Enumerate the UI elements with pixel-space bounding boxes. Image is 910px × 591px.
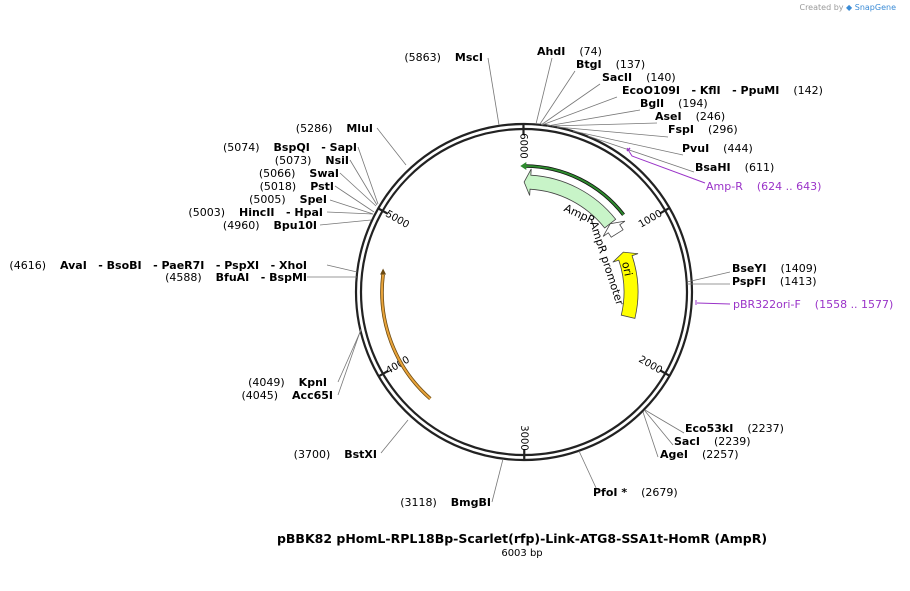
site-bseyi: BseYI(1409) [732, 262, 817, 275]
site-bmgbi: (3118)BmgBI [400, 496, 491, 509]
site-spei: (5005)SpeI [249, 193, 327, 206]
primer-amp-r-arrow [626, 147, 631, 152]
site-pspfi: PspFI(1413) [732, 275, 816, 288]
tick-label-5000: 5000 [383, 209, 411, 231]
site-asei: AseI(246) [655, 110, 725, 123]
site-msci: (5863)MscI [404, 51, 483, 64]
primer-amp-r: Amp-R(624 .. 643) [706, 180, 821, 193]
primer-amp-r-mark [626, 147, 706, 184]
feature-ori-arrow [612, 251, 639, 319]
orange-arc [381, 274, 431, 400]
site-bpu10i: (4960)Bpu10I [223, 219, 317, 232]
primer-pbr322ori-f-mark [695, 300, 731, 305]
site-bfuai: (4588)BfuAI - BspMI [165, 271, 307, 284]
tick-label-1000: 1000 [637, 208, 665, 230]
site-ecoo109i: EcoO109I - KflI - PpuMI(142) [622, 84, 823, 97]
site-btgi: BtgI(137) [576, 58, 645, 71]
site-sacii: SacII(140) [602, 71, 676, 84]
site-bstxi: (3700)BstXI [294, 448, 377, 461]
site-bgli: BglI(194) [640, 97, 708, 110]
feature-ori-label: ori [619, 261, 635, 278]
snapgene-logo-icon: ◆ [846, 3, 853, 12]
tick-label-3000: 3000 [518, 425, 529, 450]
site-nsii: (5073)NsiI [275, 154, 349, 167]
backbone-outer [354, 122, 694, 462]
tick-4000 [378, 369, 389, 378]
site-mlui: (5286)MluI [296, 122, 373, 135]
site-acc65i: (4045)Acc65I [241, 389, 333, 402]
site-pvui: PvuI(444) [682, 142, 753, 155]
plasmid-length: 6003 bp [501, 548, 542, 559]
site-pfoi: PfoI *(2679) [593, 486, 678, 499]
restriction-sites: AhdI(74) BtgI(137) SacII(140) EcoO109I -… [9, 45, 823, 509]
site-hincii: (5003)HincII - HpaI [188, 206, 323, 219]
snapgene-credit: Created by ◆ SnapGene [799, 3, 896, 12]
site-saci: SacI(2239) [674, 435, 751, 448]
site-leaders [307, 57, 731, 503]
site-psti: (5018)PstI [260, 180, 334, 193]
tick-2000 [659, 369, 671, 377]
site-swai: (5066)SwaI [259, 167, 339, 180]
plasmid-name: pBBK82 pHomL-RPL18Bp-Scarlet(rfp)-Link-A… [277, 531, 767, 546]
ampr-binding-arc [525, 165, 625, 216]
site-bsahi: BsaHI(611) [695, 161, 774, 174]
feature-ampr-promoter-arrow [602, 220, 626, 238]
orange-arc-head [380, 268, 387, 275]
tick-label-6000: 6000 [518, 133, 529, 158]
primers: Amp-R(624 .. 643) pBR322ori-F(1558 .. 15… [626, 147, 893, 311]
site-ahdi: AhdI(74) [537, 45, 602, 58]
credit-prefix: Created by [799, 3, 844, 12]
primer-pbr322ori-f: pBR322ori-F(1558 .. 1577) [733, 298, 893, 311]
site-eco53ki: Eco53kI(2237) [685, 422, 784, 435]
site-fspi: FspI(296) [668, 123, 738, 136]
tick-5000 [377, 207, 389, 215]
site-avai: (4616)AvaI - BsoBI - PaeR7I - PspXI - Xh… [9, 259, 307, 272]
ampr-binding-arc-head [520, 162, 527, 171]
site-kpni: (4049)KpnI [248, 376, 327, 389]
credit-brand: SnapGene [854, 3, 896, 12]
tick-label-2000: 2000 [636, 354, 664, 376]
feature-ampr-arrow [523, 168, 617, 229]
site-agei: AgeI(2257) [660, 448, 739, 461]
tick-1000 [659, 206, 670, 215]
site-bspqi: (5074)BspQI - SapI [223, 141, 357, 154]
